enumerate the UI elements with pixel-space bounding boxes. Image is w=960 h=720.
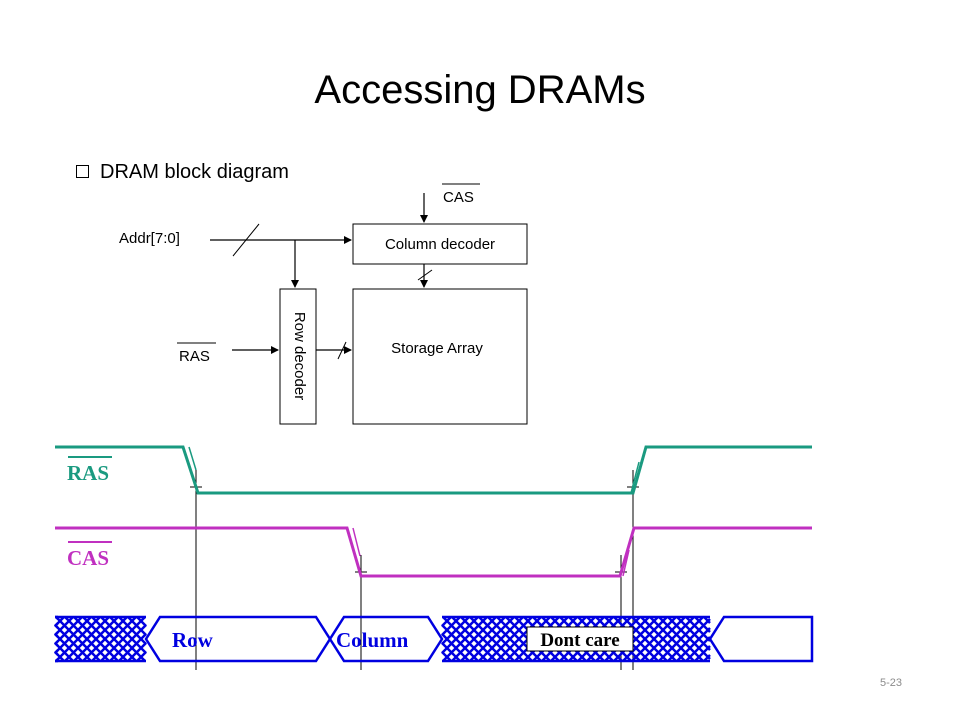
hatch-line: [64, 616, 110, 662]
hatch-line: [100, 616, 146, 662]
hatch-line: [118, 633, 147, 662]
bus-invalid-region: [441, 615, 711, 663]
cas-edge-detail: [352, 527, 361, 557]
column-decoder-box: [352, 223, 528, 265]
row-decoder-label: Row decoder: [291, 312, 308, 400]
hatch-line: [658, 616, 704, 662]
hatch-line: [478, 616, 524, 662]
col-bus-slash: [417, 269, 433, 281]
page-title: Accessing DRAMs: [314, 68, 646, 112]
hatch-line: [631, 616, 677, 662]
hatch-line: [82, 616, 128, 662]
cas-edge-detail: [622, 549, 630, 577]
hatch-line: [460, 616, 506, 662]
hatch-line: [613, 616, 659, 662]
bus-invalid-region: [54, 615, 147, 663]
row-bus-label: Row: [172, 628, 214, 652]
hatch-line: [487, 616, 533, 662]
addr-bus-slash: [232, 223, 260, 257]
hatch-line: [109, 624, 147, 662]
bullet-item: DRAM block diagram: [76, 158, 289, 186]
ras-edge-detail: [630, 461, 640, 494]
addr-label: Addr[7:0]: [119, 230, 180, 247]
hatch-line: [685, 616, 711, 642]
hatch-line: [676, 616, 711, 651]
hatch-line: [127, 642, 147, 662]
row-decoder-box: [279, 288, 317, 425]
hatch-line: [442, 616, 488, 662]
hatch-line: [91, 616, 137, 662]
cas-label: CAS: [443, 189, 474, 206]
row-bus-slash: [337, 341, 347, 360]
hatch-line: [136, 616, 147, 627]
hatch-line: [694, 645, 711, 662]
hatch-line: [136, 651, 147, 662]
hatch-line: [676, 627, 711, 662]
hatch-line: [694, 616, 711, 633]
storage-array-label: Storage Array: [391, 340, 483, 357]
dont-care-box: [526, 626, 634, 652]
bus-invalid-region: [54, 615, 59, 663]
hatch-line: [54, 640, 59, 645]
hatch-line: [54, 633, 59, 638]
storage-array-box: [352, 288, 528, 425]
hatch-line: [54, 624, 59, 629]
hatch-line: [451, 616, 497, 662]
hatch-line: [54, 649, 59, 654]
bullet-text: DRAM block diagram: [100, 161, 289, 183]
ras-edge-detail: [188, 446, 197, 471]
hatch-line: [73, 616, 119, 662]
ras-label: RAS: [179, 348, 210, 365]
dont-care-label: Dont care: [540, 630, 619, 651]
hatch-line: [469, 616, 515, 662]
hatch-line: [496, 616, 542, 662]
column-valid-region: [328, 615, 444, 663]
hatch-line: [127, 616, 147, 636]
addr-bus-waveform: [54, 615, 814, 663]
hatch-line: [685, 636, 711, 662]
hatch-line: [109, 616, 147, 654]
checkbox-bullet-icon: [76, 164, 89, 178]
ras-signal-label: RAS: [67, 461, 109, 485]
column-bus-label: Column: [336, 628, 409, 652]
slide-number: 5-23: [879, 677, 902, 689]
cas-signal-label: CAS: [67, 546, 109, 570]
block-diagram: CAS Column decoder Addr[7:0] Row decoder…: [119, 183, 528, 425]
hatch-line: [640, 616, 686, 662]
timing-diagram: RAS CAS Row Column Dont care: [54, 445, 814, 670]
hatch-line: [55, 616, 101, 662]
bus-tail-region: [708, 615, 814, 663]
column-decoder-label: Column decoder: [385, 236, 495, 253]
cas-waveform: [55, 526, 812, 578]
hatch-line: [649, 616, 695, 662]
ras-waveform: [55, 445, 812, 495]
hatch-line: [622, 616, 668, 662]
